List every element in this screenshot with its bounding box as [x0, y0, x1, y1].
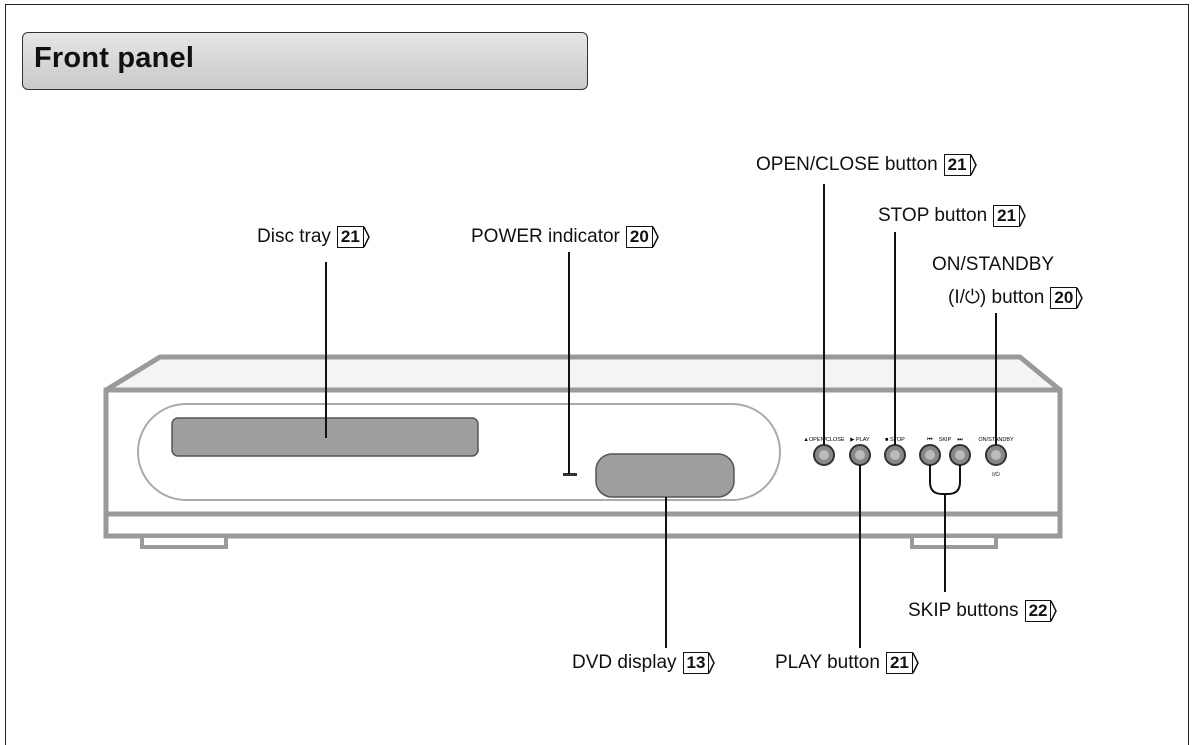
panel-label-skip-prev: ⏮	[927, 436, 933, 443]
callout-skip: SKIP buttons 22	[908, 600, 1058, 622]
player-top-surface	[104, 354, 1062, 393]
leader-skip	[929, 465, 961, 592]
left-foot	[140, 534, 228, 549]
callout-stop: STOP button 21	[878, 205, 1026, 227]
callout-disc-tray: Disc tray 21	[257, 226, 370, 248]
section-title-box	[22, 32, 588, 90]
panel-label-skip-next: ⏭	[957, 436, 963, 443]
callout-on-standby-line1: ON/STANDBY	[932, 254, 1055, 275]
section-title: Front panel	[34, 42, 195, 74]
right-foot	[910, 534, 998, 549]
callout-on-standby-line2: (I/⏻) button 20	[948, 287, 1084, 309]
page-frame	[5, 4, 1189, 745]
callout-open-close: OPEN/CLOSE button 21	[756, 154, 977, 176]
callout-play: PLAY button 21	[775, 652, 919, 674]
on-standby-button[interactable]	[985, 444, 1007, 466]
panel-label-standby-symbol: I/⏻	[992, 471, 1000, 478]
open-close-button[interactable]	[813, 444, 835, 466]
stop-button[interactable]	[884, 444, 906, 466]
skip-prev-button[interactable]	[919, 444, 941, 466]
callout-power-indicator: POWER indicator 20	[471, 226, 659, 248]
panel-label-skip: SKIP	[939, 437, 952, 443]
dvd-display	[595, 453, 735, 498]
skip-next-button[interactable]	[949, 444, 971, 466]
panel-label-play: ▶ PLAY	[850, 437, 870, 443]
callout-dvd-display: DVD display 13	[572, 652, 716, 674]
player-bottom-lip	[103, 511, 1063, 539]
play-button[interactable]	[849, 444, 871, 466]
power-indicator	[563, 473, 577, 476]
